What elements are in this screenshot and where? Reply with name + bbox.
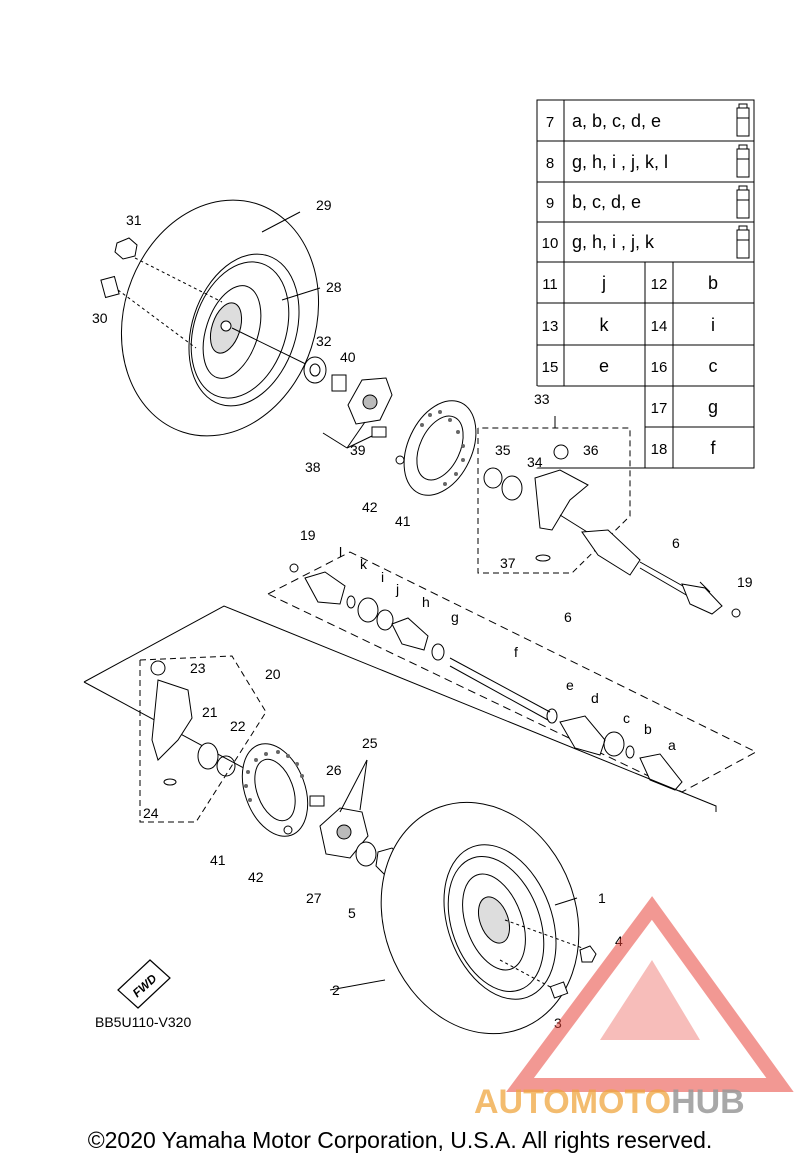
lower-assembly (83, 605, 717, 1035)
callout: 1 (598, 890, 606, 906)
callout: k (360, 556, 368, 572)
callout: 27 (306, 890, 322, 906)
callout: 19 (300, 527, 316, 543)
knuckle-group-33 (477, 427, 631, 574)
legend-pair-num: 16 (651, 359, 668, 376)
callout: 19 (737, 574, 753, 590)
legend-pair-num: 11 (542, 276, 558, 293)
legend-row-num: 9 (546, 195, 554, 212)
leader-lines (261, 211, 711, 991)
lower-disc-holes (244, 750, 304, 802)
callout: 22 (230, 718, 246, 734)
grease-tube-icon (736, 144, 750, 178)
callout: f (514, 644, 518, 660)
legend-pair-letter: g (708, 397, 718, 417)
copyright-notice: ©2020 Yamaha Motor Corporation, U.S.A. A… (87, 1127, 713, 1153)
legend-pair-letter: c (709, 356, 718, 376)
grease-tube-icon (736, 185, 750, 219)
callout: 39 (350, 442, 366, 458)
legend-row-letters: g, h, i , j, k, l (572, 152, 668, 172)
watermark-text-part1: AUTOMOTO (474, 1083, 671, 1121)
legend-row-letters: g, h, i , j, k (572, 232, 655, 252)
callout: 6 (564, 609, 572, 625)
callout: i (381, 569, 384, 585)
callout: l (339, 544, 342, 560)
legend-pair-num: 17 (651, 400, 668, 417)
legend-row-letters: a, b, c, d, e (572, 111, 661, 131)
exploded-shaft-box (267, 551, 758, 793)
callout: 41 (395, 513, 411, 529)
legend-row-num: 10 (542, 235, 559, 252)
legend-pair-num: 12 (651, 276, 668, 293)
legend-table (536, 99, 755, 469)
diagram-code: BB5U110-V320 (95, 1014, 191, 1030)
callout: 28 (326, 279, 342, 295)
automotohub-watermark: AUTOMOTOHUB (474, 896, 794, 1121)
fwd-arrow-icon: FWD (117, 959, 171, 1009)
callout: 34 (527, 454, 543, 470)
callout: d (591, 690, 599, 706)
callout: a (668, 737, 676, 753)
legend-pair-num: 14 (651, 318, 668, 335)
watermark-text-part2: HUB (671, 1083, 745, 1121)
legend-pair-letter: b (708, 273, 718, 293)
callout: 26 (326, 762, 342, 778)
callout-labels: 1 2 3 4 5 6 6 19 19 20 21 22 23 24 25 26… (92, 197, 753, 1031)
callout: 23 (190, 660, 206, 676)
upper-disc-holes (420, 410, 465, 486)
grease-tube-icon (736, 225, 750, 259)
legend-pair-num: 18 (651, 441, 668, 458)
callout: b (644, 721, 652, 737)
callout: 36 (583, 442, 599, 458)
callout: 31 (126, 212, 142, 228)
legend-pair-num: 13 (542, 318, 559, 335)
callout: 33 (534, 391, 550, 407)
callout: h (422, 594, 430, 610)
legend-pair-letter: k (600, 315, 610, 335)
parts-diagram: 7 a, b, c, d, e 8 g, h, i , j, k, l 9 b,… (83, 99, 794, 1121)
legend-row-num: 7 (546, 114, 554, 131)
callout: 25 (362, 735, 378, 751)
watermark-triangle-icon (506, 896, 794, 1092)
legend-pair-letter: j (601, 273, 606, 293)
drive-shaft-upper (559, 514, 741, 618)
callout: 20 (265, 666, 281, 682)
callout: 21 (202, 704, 218, 720)
legend-text: 7 a, b, c, d, e 8 g, h, i , j, k, l 9 b,… (542, 111, 718, 458)
upper-wheel-assembly (100, 199, 477, 496)
legend-pair-letter: i (711, 315, 715, 335)
callout: e (566, 677, 574, 693)
legend-row-num: 8 (546, 155, 554, 172)
callout: 29 (316, 197, 332, 213)
callout: 37 (500, 555, 516, 571)
callout: 5 (348, 905, 356, 921)
legend-pair-letter: e (599, 356, 609, 376)
callout: 42 (248, 869, 264, 885)
grease-tube-icons (736, 103, 750, 259)
legend-row-letters: b, c, d, e (572, 192, 641, 212)
svg-text:AUTOMOTOHUB: AUTOMOTOHUB (474, 1083, 745, 1121)
callout: 42 (362, 499, 378, 515)
callout: 38 (305, 459, 321, 475)
callout: 30 (92, 310, 108, 326)
grease-tube-icon (736, 103, 750, 137)
callout: c (623, 710, 630, 726)
callout: 35 (495, 442, 511, 458)
legend-pair-num: 15 (542, 359, 559, 376)
callout: 41 (210, 852, 226, 868)
legend-pair-letter: f (710, 438, 716, 458)
callout: 40 (340, 349, 356, 365)
callout: j (395, 581, 399, 597)
callout: 32 (316, 333, 332, 349)
callout: 24 (143, 805, 159, 821)
callout: 2 (332, 982, 340, 998)
callout: 6 (672, 535, 680, 551)
callout: g (451, 609, 459, 625)
